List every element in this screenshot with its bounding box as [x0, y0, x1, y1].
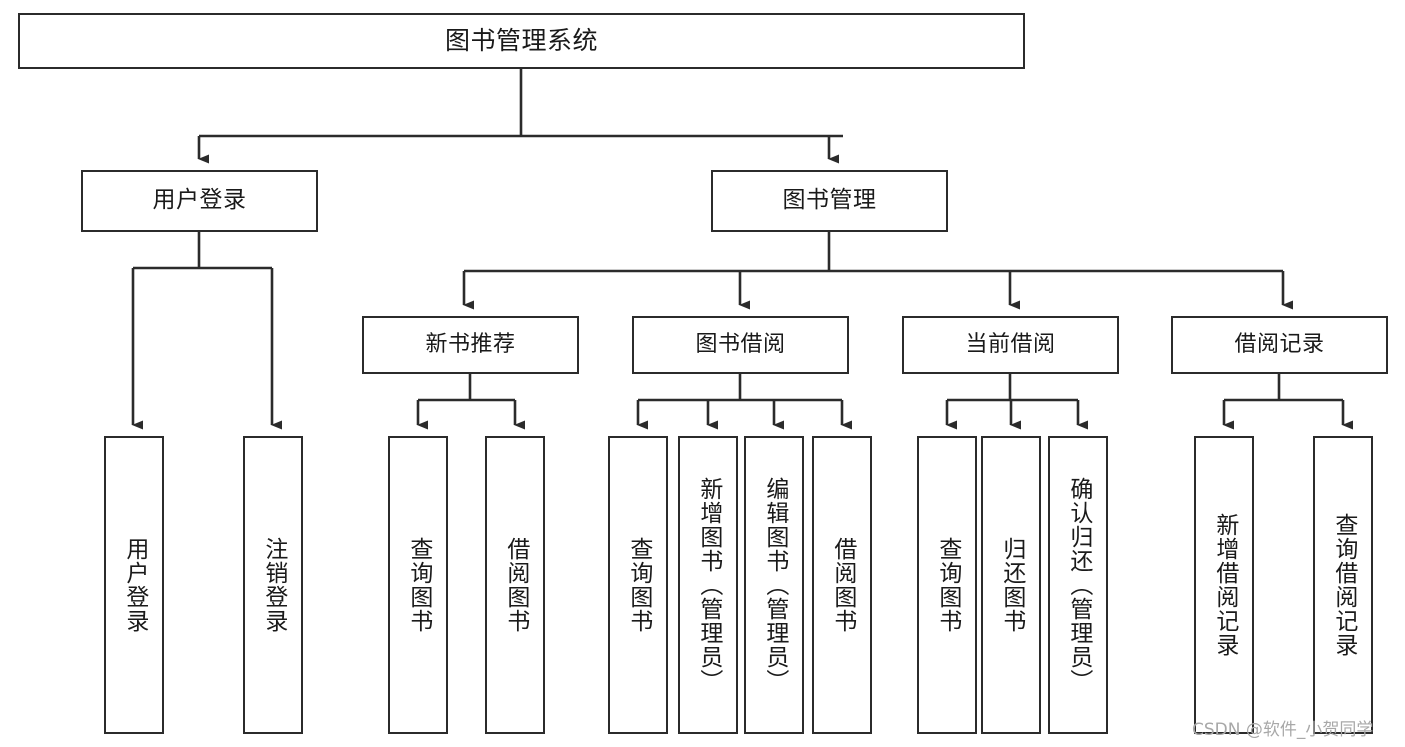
node-root[interactable]: 图书管理系统: [18, 13, 1025, 69]
node-book-borrow-label: 图书借阅: [695, 332, 786, 358]
node-book-manage[interactable]: 图书管理: [711, 170, 948, 232]
node-current-borrow-label: 当前借阅: [965, 332, 1056, 358]
node-leaf-query-book-current[interactable]: 查询图书: [917, 436, 977, 734]
node-root-label: 图书管理系统: [444, 26, 598, 56]
node-leaf-user-login-label: 用户登录: [121, 537, 148, 633]
watermark-text: CSDN @软件_小贺同学: [1192, 720, 1374, 740]
node-leaf-edit-book[interactable]: 编辑图书（管理员）: [744, 436, 804, 734]
node-book-manage-label: 图书管理: [782, 187, 877, 214]
node-leaf-return-book-label: 归还图书: [998, 537, 1025, 633]
node-leaf-query-record[interactable]: 查询借阅记录: [1313, 436, 1373, 734]
node-leaf-user-logout[interactable]: 注销登录: [243, 436, 303, 734]
node-leaf-borrow-book-label: 借阅图书: [829, 537, 856, 633]
node-leaf-borrow-book-rec[interactable]: 借阅图书: [485, 436, 545, 734]
node-borrow-record[interactable]: 借阅记录: [1171, 316, 1388, 374]
node-leaf-edit-book-label: 编辑图书（管理员）: [761, 477, 788, 693]
node-user-login[interactable]: 用户登录: [81, 170, 318, 232]
node-new-book-rec[interactable]: 新书推荐: [362, 316, 579, 374]
node-leaf-query-book-borrow[interactable]: 查询图书: [608, 436, 668, 734]
node-leaf-query-record-label: 查询借阅记录: [1330, 513, 1357, 657]
node-user-login-label: 用户登录: [152, 187, 247, 214]
node-leaf-add-book[interactable]: 新增图书（管理员）: [678, 436, 738, 734]
node-leaf-user-login[interactable]: 用户登录: [104, 436, 164, 734]
node-leaf-query-book-rec-label: 查询图书: [405, 537, 432, 633]
node-leaf-borrow-book-rec-label: 借阅图书: [502, 537, 529, 633]
node-leaf-add-book-label: 新增图书（管理员）: [695, 477, 722, 693]
node-leaf-confirm-return-label: 确认归还（管理员）: [1065, 477, 1092, 693]
node-leaf-borrow-book[interactable]: 借阅图书: [812, 436, 872, 734]
node-leaf-return-book[interactable]: 归还图书: [981, 436, 1041, 734]
node-leaf-user-logout-label: 注销登录: [260, 537, 287, 633]
node-leaf-query-book-rec[interactable]: 查询图书: [388, 436, 448, 734]
node-leaf-add-record[interactable]: 新增借阅记录: [1194, 436, 1254, 734]
node-current-borrow[interactable]: 当前借阅: [902, 316, 1119, 374]
node-book-borrow[interactable]: 图书借阅: [632, 316, 849, 374]
node-borrow-record-label: 借阅记录: [1234, 332, 1325, 358]
node-leaf-add-record-label: 新增借阅记录: [1211, 513, 1238, 657]
node-leaf-query-book-current-label: 查询图书: [934, 537, 961, 633]
node-leaf-query-book-borrow-label: 查询图书: [625, 537, 652, 633]
node-leaf-confirm-return[interactable]: 确认归还（管理员）: [1048, 436, 1108, 734]
node-new-book-rec-label: 新书推荐: [425, 332, 516, 358]
